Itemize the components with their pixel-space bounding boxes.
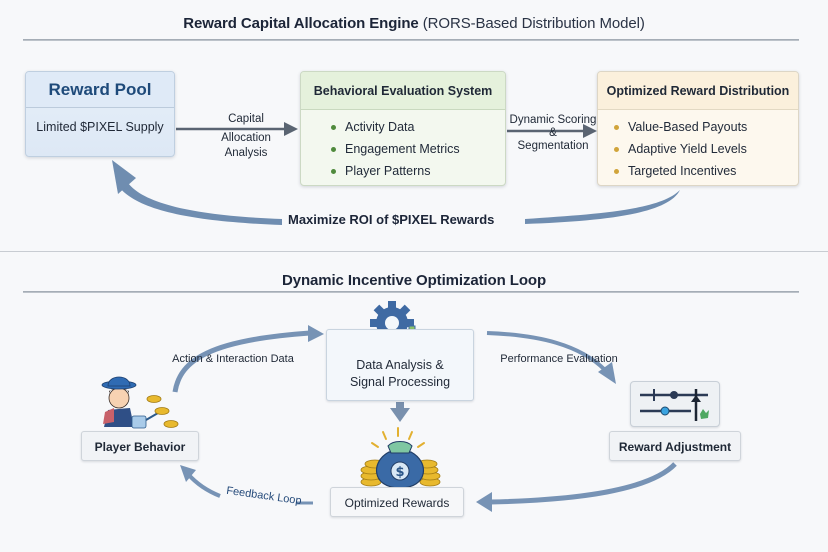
- arrow-rewards-to-player: [180, 465, 313, 505]
- arrow-analysis-to-rewards: [390, 402, 410, 422]
- bullet-icon: [614, 125, 619, 130]
- bullet-icon: [614, 169, 619, 174]
- arrow-player-to-analysis: [172, 325, 324, 393]
- bullet-icon: [331, 169, 336, 174]
- roi-label: Maximize ROI of $PIXEL Rewards: [288, 212, 495, 227]
- player-character-icon: [101, 376, 179, 429]
- reward-adjustment-node: Reward Adjustment: [609, 431, 741, 461]
- node-label-line: Data Analysis &: [356, 358, 444, 372]
- behavioral-evaluation-header: Behavioral Evaluation System: [301, 72, 505, 110]
- optimized-distribution-card: Optimized Reward Distribution Value-Base…: [597, 71, 799, 186]
- list-item-text: Targeted Incentives: [628, 164, 737, 178]
- title-divider: [23, 39, 799, 41]
- reward-pool-header: Reward Pool: [26, 72, 174, 108]
- behavioral-evaluation-card: Behavioral Evaluation System Activity Da…: [300, 71, 506, 186]
- list-item: Adaptive Yield Levels: [604, 138, 798, 160]
- label-line: Dynamic Scoring: [509, 114, 597, 126]
- reward-pool-body: Limited $PIXEL Supply: [36, 120, 164, 134]
- dynamic-scoring-label: Dynamic Scoring & Segmentation: [508, 114, 598, 153]
- list-item: Value-Based Payouts: [604, 116, 798, 138]
- engine-title-main: Reward Capital Allocation Engine: [183, 15, 419, 32]
- bullet-icon: [614, 147, 619, 152]
- performance-evaluation-label: Performance Evaluation: [500, 353, 618, 365]
- data-analysis-node: Data Analysis & Signal Processing: [326, 329, 474, 401]
- label-line: Analysis: [224, 147, 268, 159]
- player-behavior-node: Player Behavior: [81, 431, 199, 461]
- arrow-behavioral-to-optimized: [507, 124, 597, 138]
- label-line: Segmentation: [517, 140, 589, 152]
- list-item: Activity Data: [321, 116, 505, 138]
- label-line: Capital: [228, 113, 264, 125]
- bullet-icon: [331, 147, 336, 152]
- section-divider: [0, 251, 828, 252]
- roi-return-arrow: [112, 160, 680, 225]
- optimized-distribution-list: Value-Based Payouts Adaptive Yield Level…: [598, 110, 798, 182]
- loop-title-divider: [23, 291, 799, 293]
- money-bag-icon: $: [360, 427, 441, 489]
- arrow-pool-to-behavioral: [176, 122, 298, 136]
- reward-pool-card: Reward Pool Limited $PIXEL Supply: [25, 71, 175, 157]
- engine-title-sub: (RORS-Based Distribution Model): [422, 15, 645, 32]
- list-item: Engagement Metrics: [321, 138, 505, 160]
- bullet-icon: [331, 125, 336, 130]
- list-item-text: Engagement Metrics: [345, 142, 460, 156]
- arrow-analysis-to-adjustment: [486, 331, 616, 384]
- arrow-adjustment-to-rewards: [476, 462, 677, 512]
- action-interaction-label: Action & Interaction Data: [172, 353, 294, 365]
- capital-allocation-label: Capital Allocation Analysis: [206, 112, 286, 161]
- loop-title: Dynamic Incentive Optimization Loop: [281, 272, 547, 289]
- list-item-text: Adaptive Yield Levels: [628, 142, 747, 156]
- label-line: &: [549, 127, 557, 139]
- engine-title: Reward Capital Allocation Engine (RORS-B…: [0, 15, 828, 32]
- list-item: Targeted Incentives: [604, 160, 798, 182]
- optimized-distribution-header: Optimized Reward Distribution: [598, 72, 798, 110]
- node-label-line: Signal Processing: [349, 375, 451, 389]
- list-item-text: Value-Based Payouts: [628, 120, 748, 134]
- label-line: Allocation: [221, 132, 271, 144]
- behavioral-evaluation-list: Activity Data Engagement Metrics Player …: [301, 110, 505, 182]
- list-item-text: Player Patterns: [345, 164, 431, 178]
- list-item-text: Activity Data: [345, 120, 415, 134]
- optimized-rewards-node: Optimized Rewards: [330, 487, 464, 517]
- list-item: Player Patterns: [321, 160, 505, 182]
- adjustment-icon-card: [630, 381, 720, 427]
- svg-text:$: $: [395, 465, 404, 480]
